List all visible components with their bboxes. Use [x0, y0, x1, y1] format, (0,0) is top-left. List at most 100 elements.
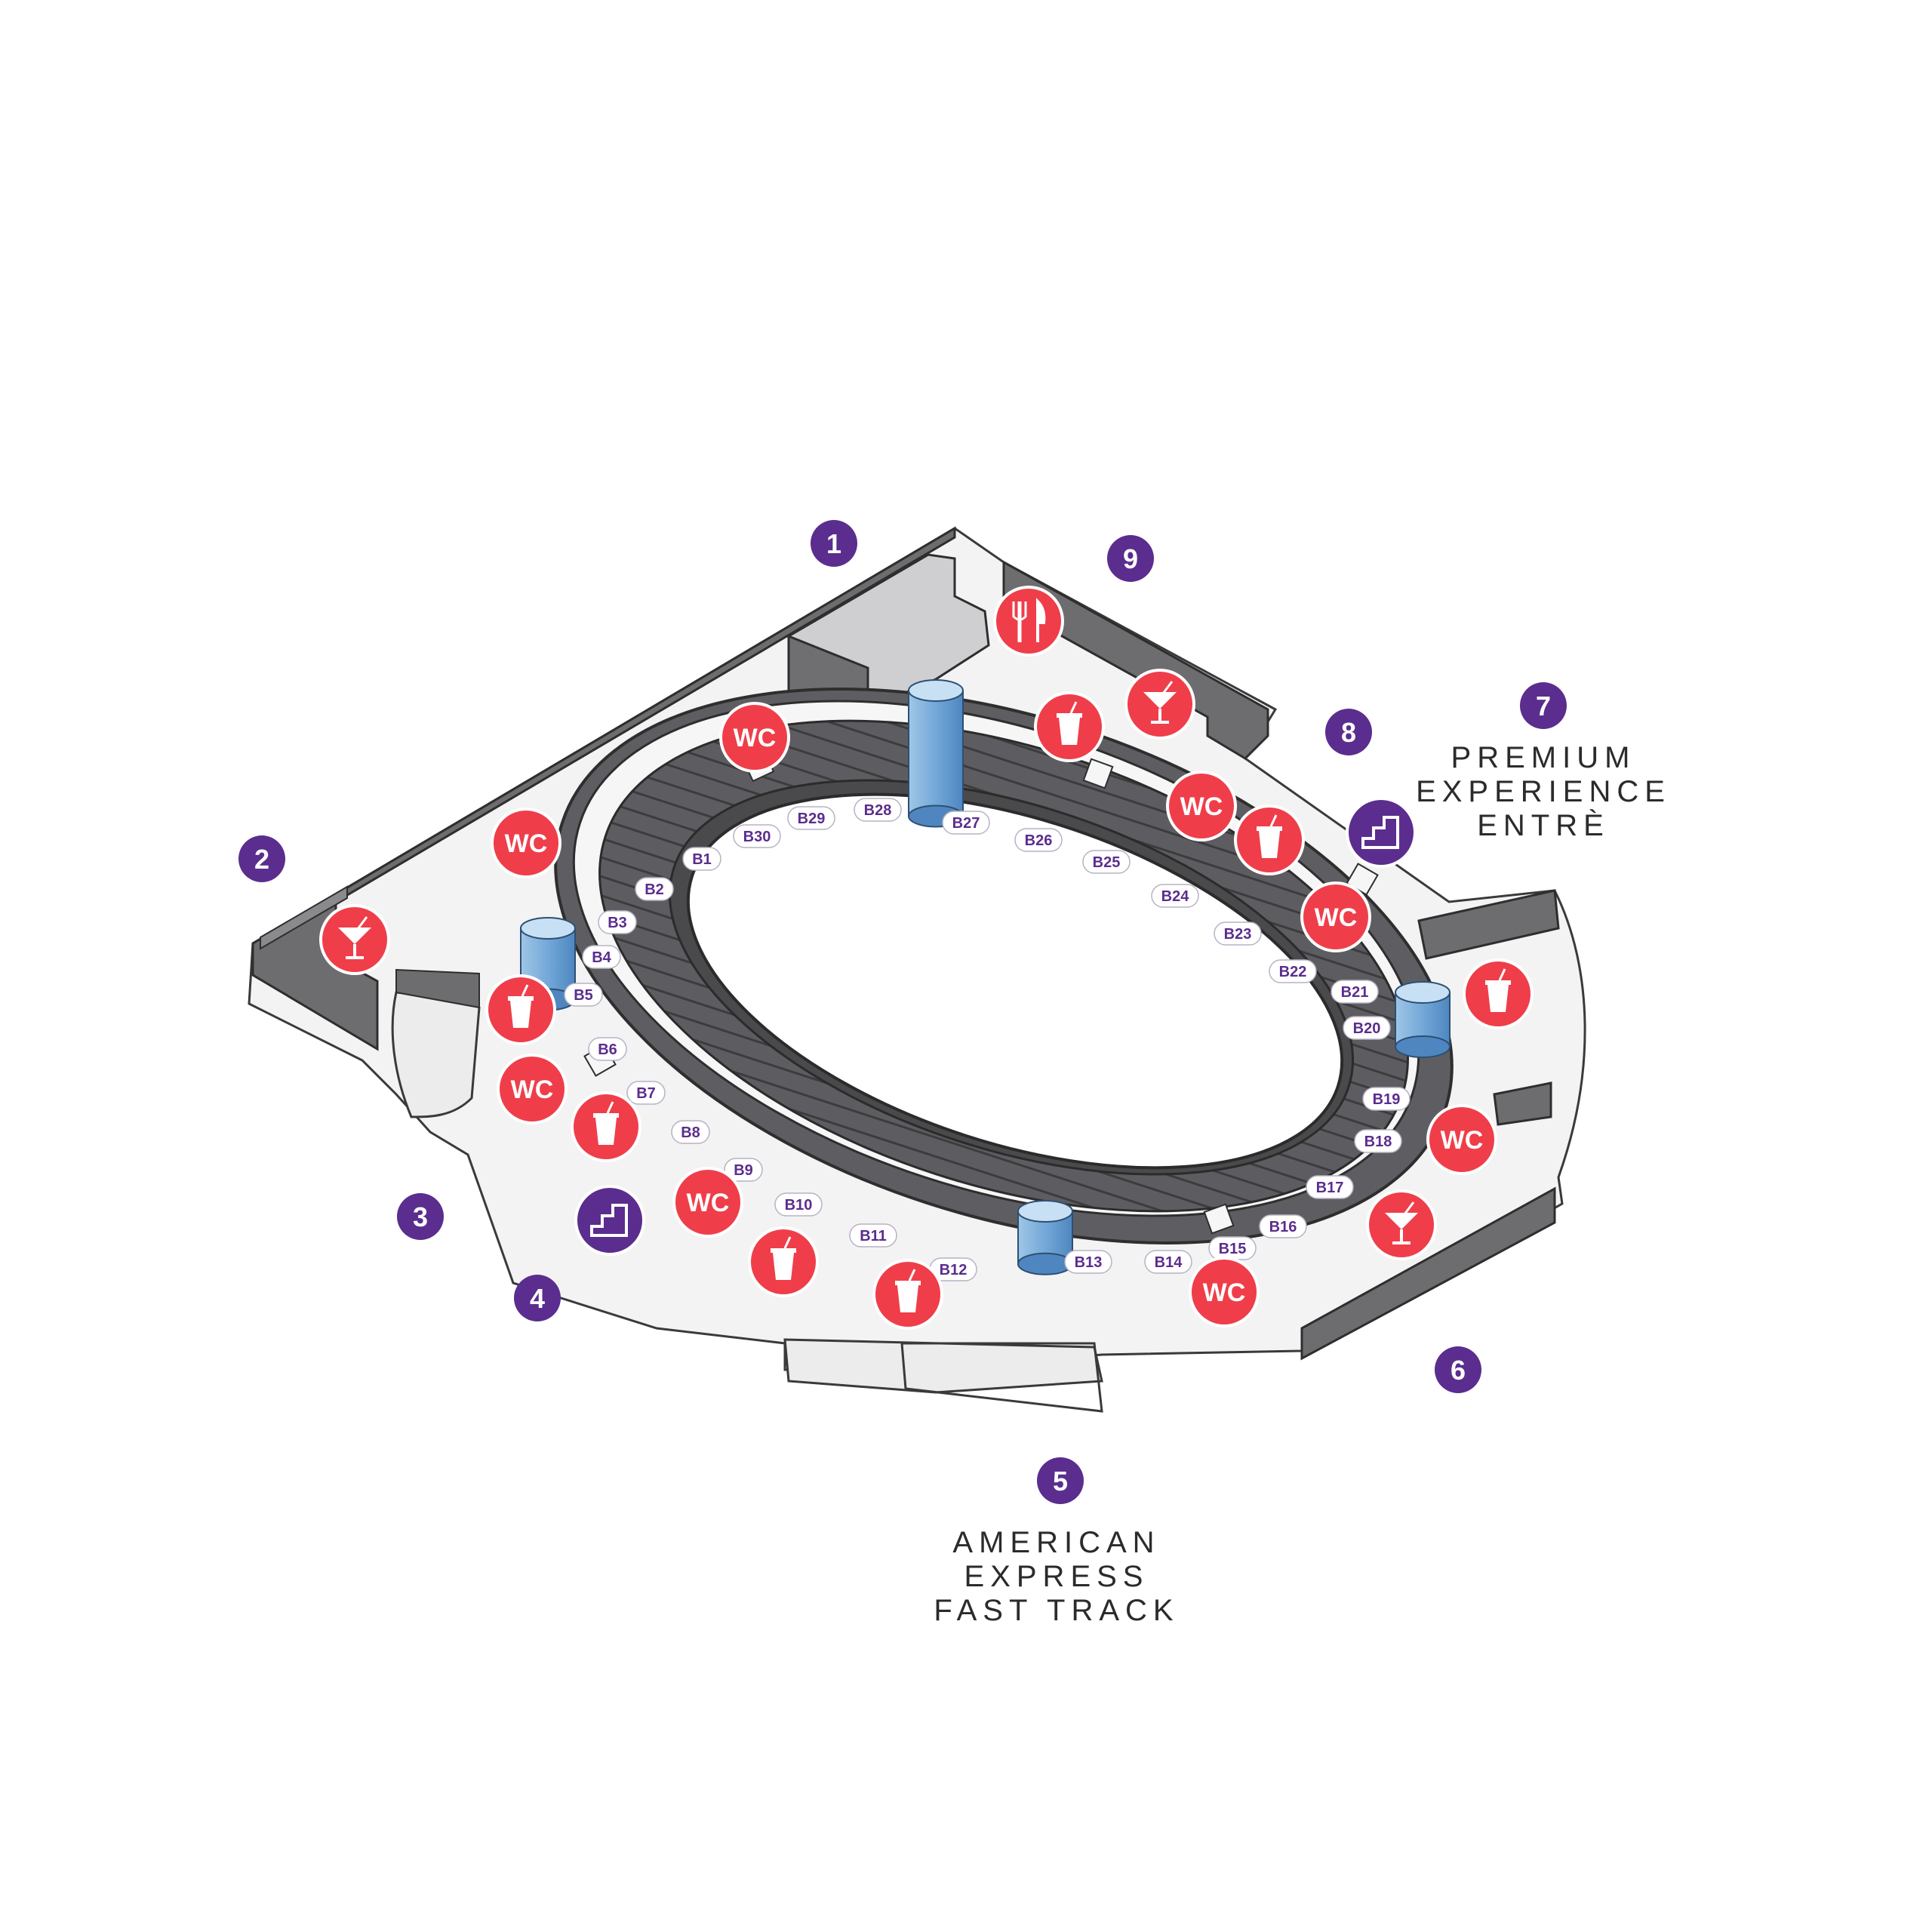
section-label-b10[interactable]: B10 — [774, 1192, 823, 1217]
svg-text:3: 3 — [413, 1201, 428, 1232]
elevator-pillar — [1395, 981, 1451, 1058]
outer-wall-southeast — [1300, 1186, 1556, 1361]
section-label-b18[interactable]: B18 — [1354, 1129, 1402, 1153]
cocktail-icon[interactable] — [1124, 669, 1195, 740]
svg-text:4: 4 — [530, 1283, 545, 1314]
svg-text:WC: WC — [1315, 903, 1358, 932]
svg-text:B13: B13 — [1075, 1254, 1103, 1271]
wc-icon[interactable]: WC — [1166, 771, 1237, 841]
section-label-b19[interactable]: B19 — [1362, 1087, 1411, 1111]
section-label-b14[interactable]: B14 — [1144, 1250, 1192, 1274]
svg-text:B29: B29 — [798, 811, 826, 827]
svg-text:B28: B28 — [864, 802, 892, 819]
svg-text:B22: B22 — [1279, 964, 1307, 980]
entrance-marker-2[interactable]: 2 — [238, 835, 285, 882]
entrance-marker-1[interactable]: 1 — [811, 520, 857, 567]
svg-text:WC: WC — [734, 724, 777, 752]
svg-text:B14: B14 — [1155, 1254, 1183, 1271]
section-label-b28[interactable]: B28 — [854, 798, 902, 822]
section-label-b7[interactable]: B7 — [626, 1081, 666, 1105]
section-label-b27[interactable]: B27 — [942, 811, 990, 835]
svg-text:B30: B30 — [743, 829, 771, 845]
svg-text:2: 2 — [254, 844, 269, 875]
section-label-b30[interactable]: B30 — [733, 824, 781, 848]
svg-text:B2: B2 — [645, 881, 664, 898]
cocktail-icon[interactable] — [319, 904, 390, 975]
wc-icon[interactable]: WC — [1189, 1257, 1260, 1327]
section-label-b9[interactable]: B9 — [724, 1158, 763, 1182]
svg-text:7: 7 — [1536, 691, 1551, 721]
svg-text:B8: B8 — [681, 1124, 700, 1141]
drink-cup-icon[interactable] — [1034, 691, 1105, 762]
svg-text:WC: WC — [1441, 1126, 1484, 1155]
svg-text:B19: B19 — [1373, 1091, 1401, 1108]
outer-wall-east — [1417, 889, 1560, 960]
premium-caption-line-2: EXPERIENCE — [1416, 775, 1671, 808]
svg-text:5: 5 — [1053, 1466, 1068, 1497]
section-label-b16[interactable]: B16 — [1259, 1214, 1307, 1238]
section-label-b17[interactable]: B17 — [1306, 1175, 1354, 1199]
section-label-b11[interactable]: B11 — [849, 1223, 897, 1247]
entrance-marker-6[interactable]: 6 — [1435, 1346, 1481, 1393]
amex-caption-line-3: FAST TRACK — [934, 1594, 1180, 1627]
entrance-marker-5[interactable]: 5 — [1037, 1457, 1084, 1504]
svg-text:1: 1 — [826, 528, 841, 559]
wc-icon[interactable]: WC — [491, 808, 561, 878]
wc-icon[interactable]: WC — [672, 1167, 743, 1238]
section-label-b25[interactable]: B25 — [1082, 850, 1131, 874]
section-label-b21[interactable]: B21 — [1331, 980, 1379, 1004]
west-entrance-structure-top — [395, 968, 480, 1009]
stairs-icon[interactable] — [574, 1185, 645, 1256]
section-label-b15[interactable]: B15 — [1208, 1236, 1257, 1260]
svg-text:6: 6 — [1451, 1355, 1466, 1386]
drink-cup-icon[interactable] — [872, 1259, 943, 1330]
stairs-icon[interactable] — [1346, 797, 1417, 868]
section-label-b1[interactable]: B1 — [682, 847, 721, 871]
entrance-marker-3[interactable]: 3 — [397, 1193, 444, 1240]
section-label-b3[interactable]: B3 — [598, 910, 637, 934]
section-label-b5[interactable]: B5 — [564, 983, 603, 1007]
section-label-b20[interactable]: B20 — [1343, 1016, 1391, 1040]
svg-text:B12: B12 — [940, 1262, 968, 1278]
drink-cup-icon[interactable] — [485, 974, 556, 1045]
section-label-b23[interactable]: B23 — [1214, 921, 1262, 946]
restaurant-icon[interactable] — [993, 586, 1064, 657]
elevator-pillar — [908, 679, 964, 828]
entrance-marker-4[interactable]: 4 — [514, 1275, 561, 1321]
entrance-marker-9[interactable]: 9 — [1107, 535, 1154, 582]
section-label-b22[interactable]: B22 — [1269, 959, 1317, 983]
wc-icon[interactable]: WC — [497, 1054, 568, 1124]
drink-cup-icon[interactable] — [1463, 958, 1534, 1029]
section-label-b8[interactable]: B8 — [671, 1120, 710, 1144]
section-label-b2[interactable]: B2 — [635, 877, 674, 901]
svg-text:B15: B15 — [1219, 1241, 1247, 1257]
drink-cup-icon[interactable] — [571, 1091, 641, 1162]
wc-icon[interactable]: WC — [1300, 881, 1371, 952]
entrance-marker-8[interactable]: 8 — [1325, 709, 1372, 755]
section-label-b26[interactable]: B26 — [1014, 828, 1063, 852]
svg-text:B17: B17 — [1316, 1180, 1344, 1196]
outer-wall-east-lower — [1493, 1081, 1552, 1126]
svg-text:B24: B24 — [1161, 888, 1190, 905]
svg-text:B20: B20 — [1353, 1020, 1381, 1037]
section-label-b29[interactable]: B29 — [787, 806, 835, 830]
section-label-b24[interactable]: B24 — [1151, 884, 1199, 908]
premium-entrance-caption: PREMIUM EXPERIENCE ENTRÈ — [1407, 741, 1679, 843]
svg-text:WC: WC — [1203, 1278, 1246, 1307]
section-label-b12[interactable]: B12 — [929, 1257, 977, 1281]
section-label-b4[interactable]: B4 — [582, 945, 621, 969]
entrance-marker-7[interactable]: 7 — [1520, 682, 1567, 729]
outer-wall-top — [260, 885, 348, 950]
drink-cup-icon[interactable] — [1234, 804, 1305, 875]
wc-icon[interactable]: WC — [719, 702, 790, 773]
drink-cup-icon[interactable] — [748, 1226, 819, 1297]
svg-text:B3: B3 — [608, 915, 627, 931]
section-label-b13[interactable]: B13 — [1064, 1250, 1112, 1274]
svg-text:B6: B6 — [598, 1041, 617, 1058]
svg-text:B16: B16 — [1269, 1219, 1297, 1235]
cocktail-icon[interactable] — [1366, 1189, 1437, 1260]
svg-text:WC: WC — [687, 1189, 730, 1217]
wc-icon[interactable]: WC — [1426, 1104, 1497, 1175]
section-label-b6[interactable]: B6 — [588, 1037, 627, 1061]
